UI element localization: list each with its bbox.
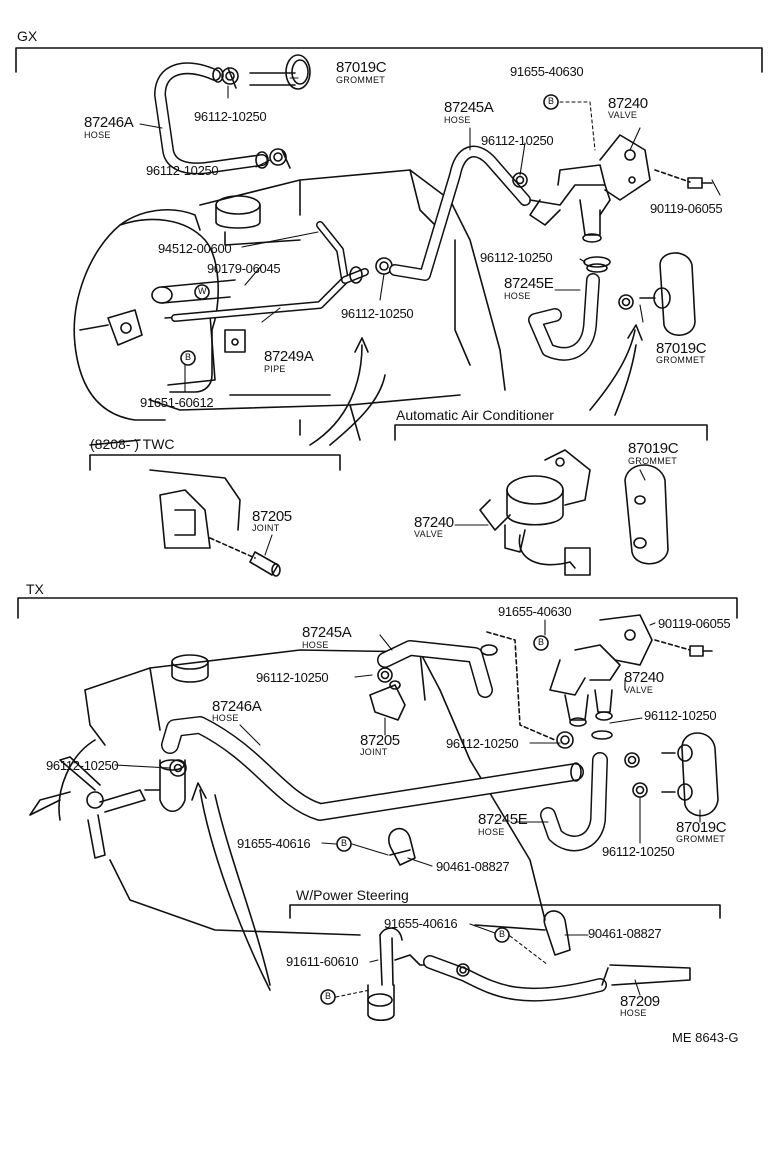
gx-part-87019c-top: 87019C bbox=[336, 59, 387, 76]
marker-bolt-3: B bbox=[538, 637, 545, 647]
gx-valve-87240 bbox=[529, 134, 651, 243]
ps-part-91611: 91611-60610 bbox=[286, 954, 359, 969]
tx-part-91655-630: 91655-40630 bbox=[498, 604, 572, 619]
tx-part-96112-a: 96112-10250 bbox=[256, 670, 329, 685]
gx-part-91651: 91651-60612 bbox=[140, 395, 214, 410]
ps-part-87209: 87209 bbox=[620, 993, 660, 1010]
tx-part-96112-b: 96112-10250 bbox=[644, 708, 717, 723]
gx-pipe-label: PIPE bbox=[264, 364, 286, 374]
auto-ac-label: Automatic Air Conditioner bbox=[396, 407, 554, 423]
tx-part-96112-e: 96112-10250 bbox=[602, 844, 675, 859]
tx-hose-245a-label: HOSE bbox=[302, 640, 329, 650]
gx-part-90179: 90179-06045 bbox=[207, 261, 281, 276]
gx-pipe-87249a bbox=[171, 221, 369, 353]
gx-ac-valve-label: VALVE bbox=[414, 529, 444, 539]
figure-code: ME 8643-G bbox=[672, 1030, 739, 1045]
tx-hose-87246a bbox=[161, 716, 584, 821]
marker-washer: W bbox=[198, 286, 207, 296]
tx-part-87245e: 87245E bbox=[478, 811, 528, 828]
marker-bolt-4: B bbox=[341, 838, 348, 848]
marker-bolt-2: B bbox=[185, 352, 192, 362]
marker-bolt-5: B bbox=[499, 929, 506, 939]
tx-hose-87245e bbox=[540, 730, 648, 852]
ps-part-91655-616: 91655-40616 bbox=[384, 916, 458, 931]
tx-joint-label: JOINT bbox=[360, 747, 388, 757]
tx-bolt-90119 bbox=[654, 639, 713, 657]
tx-part-96112-d: 96112-10250 bbox=[46, 758, 119, 773]
gx-section-bracket bbox=[15, 47, 763, 73]
gx-part-96112-b: 96112-10250 bbox=[146, 163, 219, 178]
gx-part-94512: 94512-00600 bbox=[158, 241, 232, 256]
gx-arrows bbox=[309, 324, 643, 446]
ps-hose-label: HOSE bbox=[620, 1008, 647, 1018]
tx-hose-245e-label: HOSE bbox=[478, 827, 505, 837]
gx-grommet-87019c-top bbox=[249, 54, 311, 90]
gx-grommet-right-label: GROMMET bbox=[656, 355, 706, 365]
gx-hose-245a-label: HOSE bbox=[444, 115, 471, 125]
tx-hose-246a-label: HOSE bbox=[212, 713, 239, 723]
gx-part-87245e: 87245E bbox=[504, 275, 554, 292]
ps-part-90461: 90461-08827 bbox=[588, 926, 662, 941]
tx-clamp-90461 bbox=[388, 827, 416, 866]
tx-part-90461: 90461-08827 bbox=[436, 859, 510, 874]
gx-part-87249a: 87249A bbox=[264, 348, 314, 365]
auto-ac-group bbox=[394, 424, 708, 576]
gx-part-87205: 87205 bbox=[252, 508, 292, 525]
twc-bracket-and-joint bbox=[89, 454, 341, 577]
gx-engine-block bbox=[73, 169, 506, 446]
tx-part-90119: 90119-06055 bbox=[658, 616, 731, 631]
tx-hose-87245a bbox=[377, 640, 498, 698]
gx-hose-87246a bbox=[154, 62, 269, 175]
tx-part-87019c: 87019C bbox=[676, 819, 727, 836]
tx-engine-block bbox=[29, 649, 546, 936]
tx-dashed-guide bbox=[486, 631, 556, 741]
power-steering-group bbox=[289, 904, 721, 1022]
power-steering-label: W/Power Steering bbox=[296, 887, 409, 903]
gx-valve-label: VALVE bbox=[608, 110, 638, 120]
gx-grommet-87019c-right bbox=[639, 252, 696, 336]
tx-valve-87240 bbox=[549, 614, 653, 727]
gx-hose-245e-label: HOSE bbox=[504, 291, 531, 301]
gx-part-87246a: 87246A bbox=[84, 114, 134, 131]
gx-ac-grommet-label: GROMMET bbox=[628, 456, 678, 466]
reference-markers bbox=[180, 94, 559, 1005]
gx-ac-part-87019c: 87019C bbox=[628, 440, 679, 457]
gx-hose-87245e bbox=[528, 256, 634, 361]
gx-part-96112-d: 96112-10250 bbox=[480, 250, 553, 265]
gx-part-91655-630: 91655-40630 bbox=[510, 64, 584, 79]
gx-part-87019c-right: 87019C bbox=[656, 340, 707, 357]
gx-part-96112-a: 96112-10250 bbox=[194, 109, 267, 124]
gx-hose-246a-label: HOSE bbox=[84, 130, 111, 140]
gx-bolt-90119 bbox=[654, 169, 713, 189]
gx-part-87245a: 87245A bbox=[444, 99, 494, 116]
twc-label: (8208- ) TWC bbox=[90, 436, 175, 452]
leader-lines bbox=[114, 77, 721, 998]
tx-part-96112-c: 96112-10250 bbox=[446, 736, 519, 751]
tx-grommet-87019c bbox=[661, 732, 719, 817]
tx-part-87240: 87240 bbox=[624, 669, 664, 686]
gx-clamps-upper bbox=[221, 67, 291, 169]
gx-part-87240: 87240 bbox=[608, 95, 648, 112]
gx-grommet-top-label: GROMMET bbox=[336, 75, 386, 85]
tx-arrows bbox=[191, 782, 271, 991]
marker-bolt-1: B bbox=[548, 96, 555, 106]
tx-section-bracket bbox=[17, 597, 738, 619]
gx-section-label: GX bbox=[17, 28, 38, 44]
tx-grommet-label: GROMMET bbox=[676, 834, 726, 844]
marker-bolt-6: B bbox=[325, 991, 332, 1001]
tx-valve-label: VALVE bbox=[624, 685, 654, 695]
tx-part-91655-616: 91655-40616 bbox=[237, 836, 311, 851]
gx-part-96112-e: 96112-10250 bbox=[341, 306, 414, 321]
gx-ac-part-87240: 87240 bbox=[414, 514, 454, 531]
gx-joint-label: JOINT bbox=[252, 523, 280, 533]
gx-part-90119: 90119-06055 bbox=[650, 201, 723, 216]
tx-part-87245a: 87245A bbox=[302, 624, 352, 641]
tx-joint-87205 bbox=[369, 667, 406, 721]
tx-section-label: TX bbox=[26, 581, 44, 597]
tx-part-87246a: 87246A bbox=[212, 698, 262, 715]
gx-part-96112-c: 96112-10250 bbox=[481, 133, 554, 148]
tx-part-87205: 87205 bbox=[360, 732, 400, 749]
